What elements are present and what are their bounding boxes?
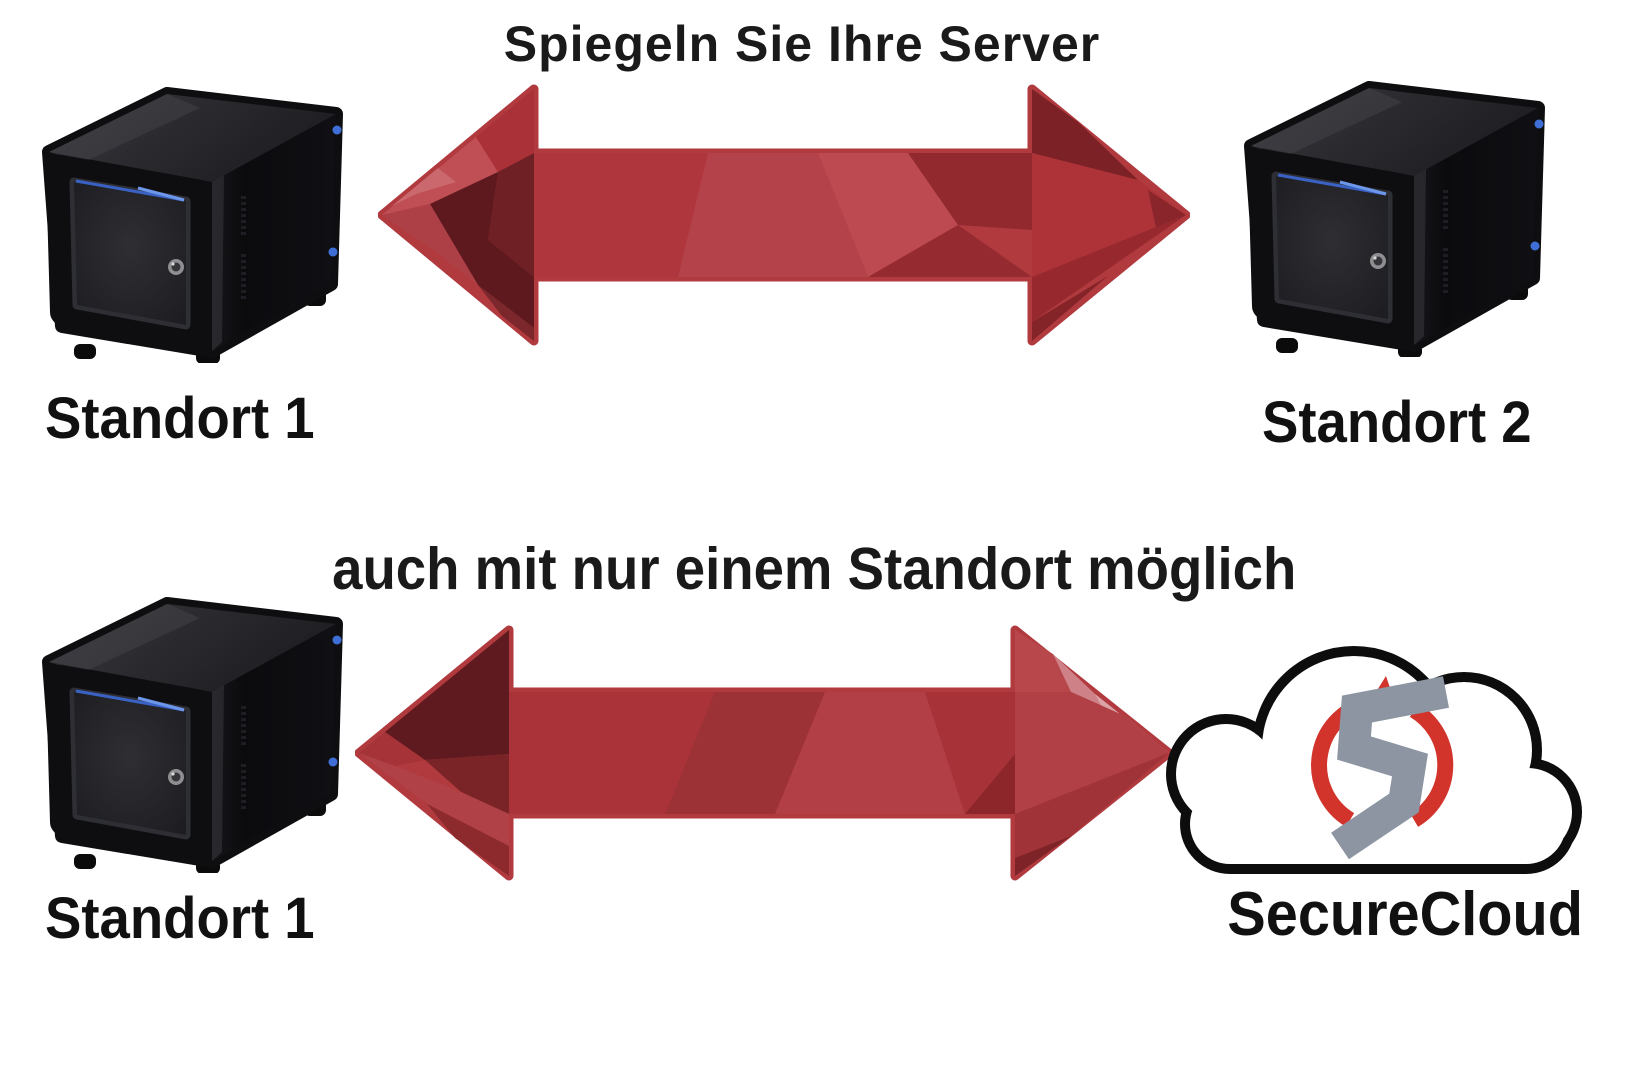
server-icon-standort2 — [1222, 62, 1567, 357]
top-title: Spiegeln Sie Ihre Server — [503, 16, 1101, 72]
server-icon-standort1-bottom — [20, 578, 365, 873]
label-securecloud: SecureCloud — [1227, 880, 1583, 949]
cloud-icon — [1166, 646, 1582, 874]
double-arrow-icon-bottom — [355, 625, 1173, 881]
label-standort2: Standort 2 — [1262, 390, 1532, 455]
label-standort1-bottom: Standort 1 — [45, 886, 315, 951]
double-arrow-icon-top — [378, 84, 1190, 346]
secure-cloud-s-logo-icon — [1311, 676, 1454, 860]
label-standort1-top: Standort 1 — [45, 386, 315, 451]
server-icon-standort1-top — [20, 68, 365, 363]
bottom-title: auch mit nur einem Standort möglich — [331, 536, 1297, 602]
